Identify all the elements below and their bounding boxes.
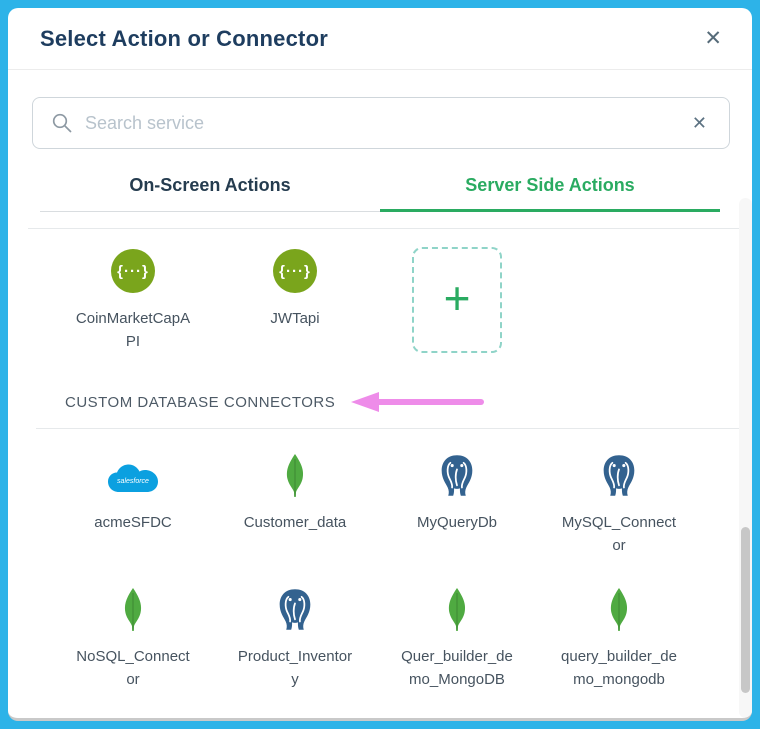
mongodb-leaf-icon bbox=[124, 588, 142, 631]
connector-item[interactable]: Product_Inventory bbox=[214, 585, 376, 691]
salesforce-cloud-icon: salesforce bbox=[108, 464, 158, 492]
connector-item[interactable]: {···} JWTapi bbox=[214, 247, 376, 330]
connector-label: MySQL_Connector bbox=[561, 514, 677, 554]
section-header: CUSTOM DATABASE CONNECTORS bbox=[52, 389, 752, 415]
add-connector-button[interactable]: + bbox=[412, 247, 502, 353]
clear-search-icon[interactable]: ✕ bbox=[691, 112, 707, 133]
postgresql-elephant-icon bbox=[279, 589, 311, 630]
connector-item[interactable]: MySQL_Connector bbox=[538, 451, 700, 557]
connector-item[interactable]: Customer_data bbox=[214, 451, 376, 534]
scrollbar-track[interactable] bbox=[739, 198, 752, 718]
connector-label: acmeSFDC bbox=[94, 514, 172, 531]
connector-item[interactable]: MyQueryDb bbox=[376, 451, 538, 534]
mongodb-leaf-icon bbox=[610, 588, 628, 631]
postgresql-elephant-icon bbox=[441, 455, 473, 496]
close-icon[interactable]: ✕ bbox=[704, 27, 722, 50]
connector-grid-row: NoSQL_Connector Product_Inventory Quer_bui… bbox=[52, 585, 752, 691]
section-heading: CUSTOM DATABASE CONNECTORS bbox=[65, 393, 336, 411]
search-bar: ✕ bbox=[32, 97, 730, 149]
connector-icon-box: {···} bbox=[111, 247, 155, 295]
annotation-arrow-left-icon bbox=[351, 392, 485, 412]
content-divider bbox=[28, 228, 744, 229]
scrollbar-thumb[interactable] bbox=[741, 527, 750, 693]
connector-item[interactable]: Quer_builder_demo_MongoDB bbox=[376, 585, 538, 691]
connector-list: {···} CoinMarketCapAPI {···} JWTapi + CUSTOM… bbox=[8, 247, 752, 718]
connector-label: NoSQL_Connector bbox=[76, 648, 190, 688]
connector-icon-box bbox=[435, 451, 479, 499]
search-icon bbox=[52, 113, 72, 133]
connector-item[interactable]: {···} CoinMarketCapAPI bbox=[52, 247, 214, 353]
modal-header: Select Action or Connector ✕ bbox=[8, 8, 752, 70]
search-input[interactable] bbox=[73, 112, 692, 134]
connector-label: Quer_builder_demo_MongoDB bbox=[401, 648, 513, 688]
add-connector-cell: + bbox=[376, 247, 538, 353]
svg-text:salesforce: salesforce bbox=[117, 478, 149, 485]
section-divider bbox=[36, 428, 744, 429]
connector-label: CoinMarketCapAPI bbox=[75, 310, 191, 350]
connector-item[interactable]: salesforce acmeSFDC bbox=[52, 451, 214, 534]
connector-item[interactable]: NoSQL_Connector bbox=[52, 585, 214, 691]
postgresql-elephant-icon bbox=[603, 455, 635, 496]
mongodb-leaf-icon bbox=[286, 454, 304, 497]
connector-grid: salesforce acmeSFDC Customer_data MyQueryDb… bbox=[52, 451, 752, 691]
api-braces-icon: {···} bbox=[273, 249, 317, 293]
modal-title: Select Action or Connector bbox=[40, 25, 328, 51]
select-action-modal: Select Action or Connector ✕ ✕ On-Screen… bbox=[8, 8, 752, 721]
connector-icon-box: {···} bbox=[273, 247, 317, 295]
mongodb-leaf-icon bbox=[448, 588, 466, 631]
custom-api-row: {···} CoinMarketCapAPI {···} JWTapi + bbox=[52, 247, 752, 353]
connector-icon-box: salesforce bbox=[105, 451, 161, 499]
connector-icon-box bbox=[442, 585, 472, 633]
connector-icon-box bbox=[118, 585, 148, 633]
plus-icon: + bbox=[443, 272, 471, 324]
connector-label: MyQueryDb bbox=[416, 514, 498, 531]
tab-on-screen-actions[interactable]: On-Screen Actions bbox=[40, 175, 380, 212]
connector-icon-box bbox=[597, 451, 641, 499]
connector-label: JWTapi bbox=[270, 310, 320, 327]
connector-icon-box bbox=[604, 585, 634, 633]
tab-server-side-actions[interactable]: Server Side Actions bbox=[380, 175, 720, 212]
connector-icon-box bbox=[273, 585, 317, 633]
api-braces-icon: {···} bbox=[111, 249, 155, 293]
connector-item[interactable]: query_builder_demo_mongodb bbox=[538, 585, 700, 691]
connector-icon-box bbox=[280, 451, 310, 499]
connector-label: query_builder_demo_mongodb bbox=[561, 648, 677, 688]
connector-grid-row: salesforce acmeSFDC Customer_data MyQueryDb… bbox=[52, 451, 752, 557]
connector-label: Customer_data bbox=[243, 514, 347, 531]
tab-label: Server Side Actions bbox=[465, 175, 635, 195]
tab-label: On-Screen Actions bbox=[129, 175, 291, 195]
connector-label: Product_Inventory bbox=[237, 648, 353, 688]
tab-bar: On-Screen Actions Server Side Actions bbox=[40, 175, 720, 212]
